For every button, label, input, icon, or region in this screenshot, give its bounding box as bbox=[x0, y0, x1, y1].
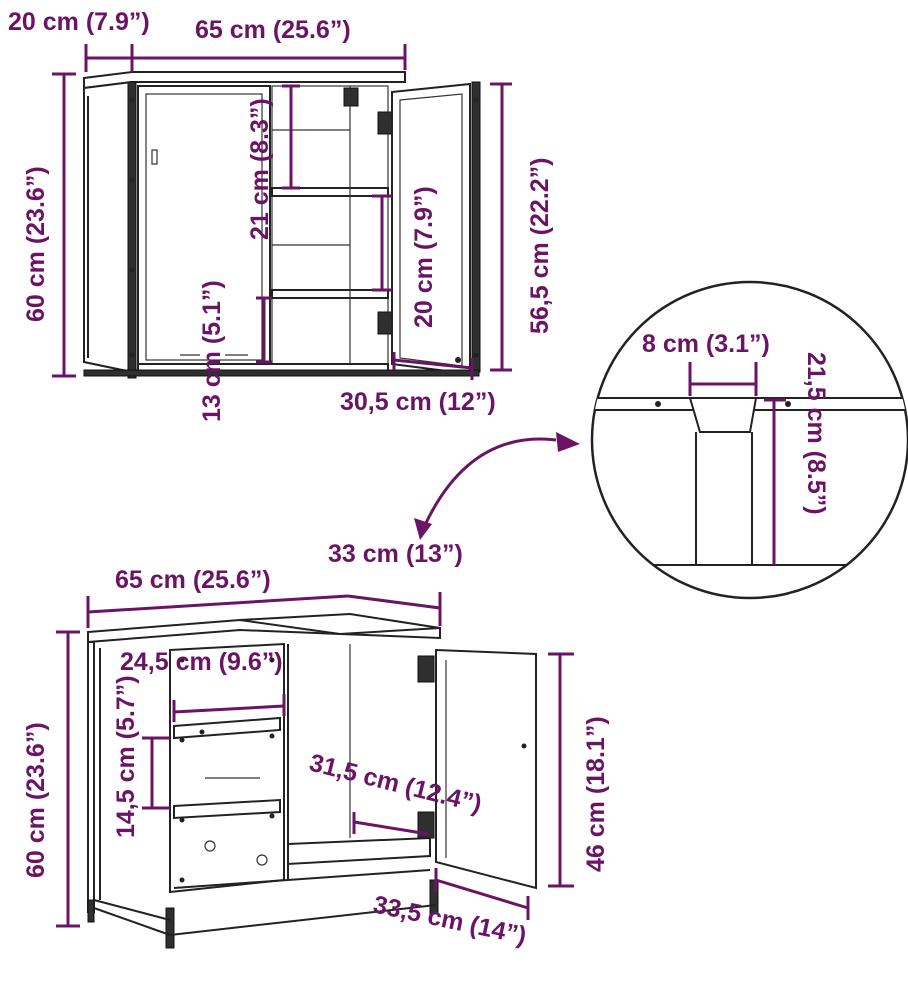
base-cabinet-door bbox=[435, 648, 537, 890]
base-open-shelf-unit bbox=[169, 642, 285, 894]
wall-cabinet-frame-right bbox=[471, 81, 481, 373]
wall-door-height-label: 56,5 cm (22.2”) bbox=[526, 158, 554, 335]
base-height-label: 60 cm (23.6”) bbox=[22, 722, 50, 878]
wall-cabinet-left-door bbox=[137, 85, 271, 369]
wall-door-width-label: 30,5 cm (12”) bbox=[340, 388, 496, 416]
detail-circle bbox=[590, 280, 908, 600]
wall-cabinet-side bbox=[83, 80, 133, 374]
wall-height-label: 60 cm (23.6”) bbox=[22, 166, 50, 322]
detail-height-label: 21,5 cm (8.5”) bbox=[802, 352, 830, 515]
wall-cabinet-shelf-2 bbox=[271, 289, 389, 299]
hinge-icon bbox=[417, 811, 435, 839]
base-door-height-label: 46 cm (18.1”) bbox=[582, 716, 610, 872]
hinge-icon bbox=[377, 111, 393, 135]
base-cabinet-side bbox=[87, 641, 95, 913]
detail-arrow bbox=[423, 437, 557, 526]
base-width-label: 65 cm (25.6”) bbox=[115, 566, 271, 594]
wall-cabinet-dimensions bbox=[52, 44, 512, 380]
base-shelf-gap-label: 14,5 cm (5.7”) bbox=[112, 675, 140, 838]
base-cabinet-dimensions bbox=[56, 592, 574, 928]
detail-width-label: 8 cm (3.1”) bbox=[642, 330, 770, 358]
base-shelf-width-label: 24,5 cm (9.6”) bbox=[120, 648, 283, 676]
base-shelf-2 bbox=[173, 798, 281, 820]
wall-shelf-bottom-label: 13 cm (5.1”) bbox=[198, 280, 226, 422]
wall-depth-label: 20 cm (7.9”) bbox=[8, 8, 150, 36]
wall-shelf-top-label: 21 cm (8.3”) bbox=[246, 98, 274, 240]
hinge-icon bbox=[377, 311, 393, 335]
base-cabinet-drawing bbox=[87, 612, 537, 949]
base-bottom-shelf bbox=[287, 836, 431, 866]
hinge-icon bbox=[343, 87, 359, 107]
detail-view bbox=[414, 280, 908, 600]
hinge-icon bbox=[417, 655, 435, 683]
wall-width-label: 65 cm (25.6”) bbox=[195, 16, 351, 44]
base-depth-label: 33 cm (13”) bbox=[328, 540, 463, 568]
base-door-width-label: 33,5 cm (14”) bbox=[371, 890, 529, 950]
wall-cabinet-frame-left bbox=[127, 81, 137, 379]
wall-shelf-mid-label: 20 cm (7.9”) bbox=[410, 186, 438, 328]
wall-cabinet-drawing bbox=[83, 71, 481, 379]
